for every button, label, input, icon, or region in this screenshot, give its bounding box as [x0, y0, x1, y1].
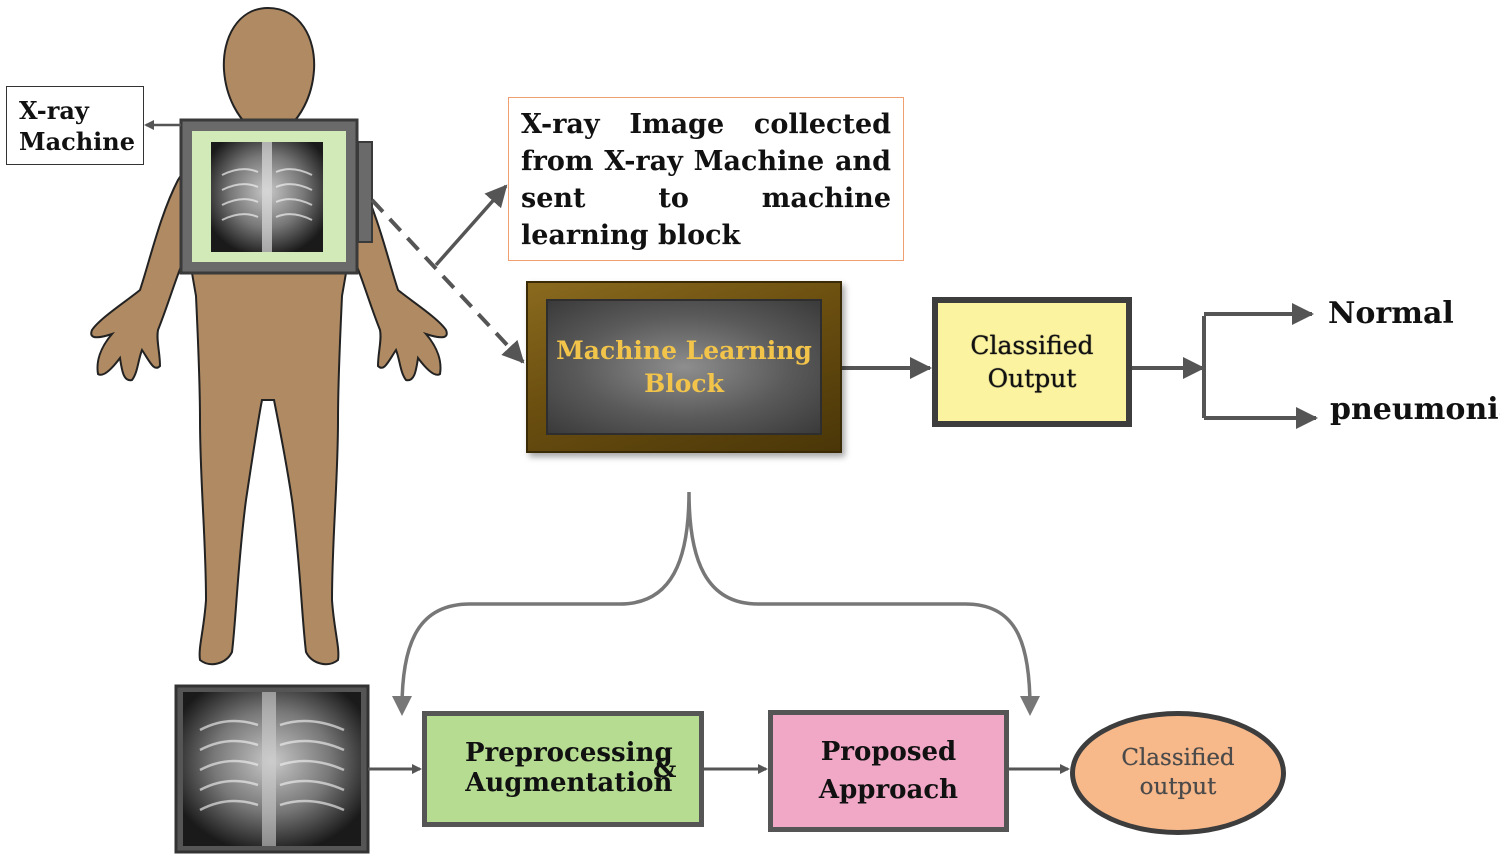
classified-output-box: Classified Output	[932, 297, 1132, 427]
classified-line1: Classified	[970, 331, 1094, 360]
brace-arrowhead-right	[1020, 696, 1040, 716]
arrow-to-caption	[434, 184, 508, 267]
prep-ampersand: &	[653, 754, 677, 784]
proposed-approach-box: Proposed Approach	[768, 710, 1009, 832]
prep-line2: Augmentation	[465, 768, 673, 798]
ml-block-line2: Block	[644, 369, 724, 398]
proposed-line1: Proposed	[820, 737, 957, 767]
xray-machine-label: X-ray Machine	[6, 86, 144, 165]
dashed-arrow-to-ml	[370, 198, 525, 364]
xray-machine-line1: X-ray	[19, 95, 89, 125]
bottom-chest-xray-icon	[174, 684, 370, 854]
final-output-line2: output	[1139, 774, 1217, 800]
pneumonia-label: pneumonia	[1330, 392, 1500, 427]
brace-arrowhead-left	[392, 696, 412, 716]
expansion-brace	[400, 491, 1032, 709]
classified-line2: Output	[987, 364, 1077, 393]
final-output-line1: Classified	[1121, 745, 1235, 771]
xray-machine-line2: Machine	[19, 126, 136, 156]
proposed-line2: Approach	[818, 775, 959, 805]
prep-line1: Preprocessing	[465, 738, 673, 768]
final-output-ellipse: Classified output	[1070, 711, 1286, 835]
ml-block-line1: Machine Learning	[556, 336, 812, 365]
caption-text: X-ray Image collected from X-ray Machine…	[521, 109, 891, 251]
preprocessing-box: Preprocessing Augmentation &	[422, 711, 704, 827]
human-silhouette-icon	[90, 6, 448, 666]
xray-caption-box: X-ray Image collected from X-ray Machine…	[508, 97, 904, 261]
ml-block: Machine Learning Block	[546, 299, 822, 435]
chest-xray-icon	[211, 142, 323, 252]
normal-label: Normal	[1328, 296, 1454, 331]
